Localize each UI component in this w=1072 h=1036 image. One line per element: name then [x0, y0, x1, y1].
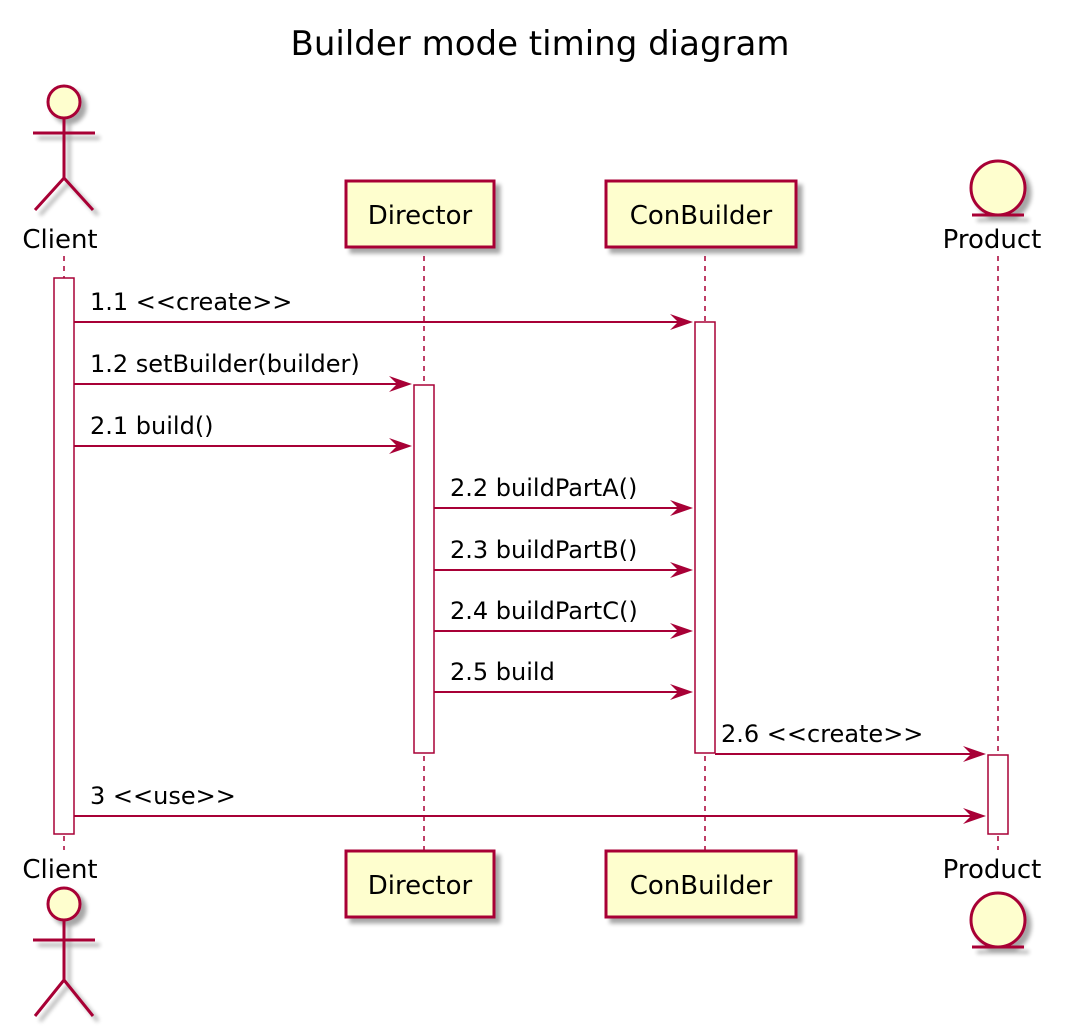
message-3: 3 <<use>>	[74, 782, 986, 824]
participant-label-product-top: Product	[943, 225, 1042, 255]
diagram-title: Builder mode timing diagram	[291, 24, 790, 64]
arrowhead-icon	[389, 438, 412, 454]
message-2-5: 2.5 build	[434, 658, 693, 700]
arrowhead-icon	[963, 746, 986, 762]
message-label: 2.3 buildPartB()	[450, 536, 637, 564]
entity-icon	[969, 159, 1027, 217]
participant-label-client-top: Client	[22, 225, 97, 255]
participant-box-director-top	[344, 179, 496, 249]
message-label: 1.2 setBuilder(builder)	[90, 350, 360, 378]
message-label: 3 <<use>>	[90, 782, 236, 810]
arrowhead-icon	[670, 684, 693, 700]
activation-client	[53, 277, 75, 835]
participant-label-conbuilder-bottom: ConBuilder	[630, 871, 773, 901]
message-1-1: 1.1 <<create>>	[74, 288, 693, 330]
client-actor-bottom	[33, 886, 95, 1017]
arrowhead-icon	[670, 623, 693, 639]
message-label: 2.5 build	[450, 658, 555, 686]
message-label: 1.1 <<create>>	[90, 288, 292, 316]
messages: 1.1 <<create>> 1.2 setBuilder(builder) 2…	[74, 288, 986, 824]
participant-box-director-bottom	[344, 849, 496, 919]
participant-label-product-bottom: Product	[943, 855, 1042, 885]
message-2-6: 2.6 <<create>>	[715, 720, 986, 762]
message-label: 2.1 build()	[90, 412, 214, 440]
actor-body-icon	[33, 920, 95, 1017]
actor-head-icon	[46, 84, 82, 120]
message-2-3: 2.3 buildPartB()	[434, 536, 693, 578]
participant-label-director-bottom: Director	[368, 871, 473, 901]
message-label: 2.2 buildPartA()	[450, 474, 637, 502]
client-actor-top	[33, 84, 95, 212]
participants: Client Director ConBuilder Product Clien…	[22, 84, 1042, 1017]
arrowhead-icon	[670, 314, 693, 330]
actor-head-icon	[46, 886, 82, 922]
participant-box-conbuilder-top	[604, 179, 798, 249]
arrowhead-icon	[389, 376, 412, 392]
message-2-1: 2.1 build()	[74, 412, 412, 454]
participant-label-conbuilder-top: ConBuilder	[630, 201, 773, 231]
participant-label-client-bottom: Client	[22, 855, 97, 885]
message-1-2: 1.2 setBuilder(builder)	[74, 350, 412, 392]
entity-icon	[969, 891, 1027, 949]
message-2-2: 2.2 buildPartA()	[434, 474, 693, 516]
product-entity-bottom	[969, 891, 1027, 949]
product-entity-top	[969, 159, 1027, 217]
participant-label-director-top: Director	[368, 201, 473, 231]
activation-conbuilder	[694, 321, 716, 754]
arrowhead-icon	[963, 808, 986, 824]
message-label: 2.4 buildPartC()	[450, 597, 638, 625]
activation-product	[987, 754, 1009, 835]
arrowhead-icon	[670, 500, 693, 516]
activations	[53, 277, 1009, 835]
arrowhead-icon	[670, 562, 693, 578]
activation-director	[413, 384, 435, 754]
participant-box-conbuilder-bottom	[604, 849, 798, 919]
actor-body-icon	[33, 118, 95, 212]
message-label: 2.6 <<create>>	[721, 720, 923, 748]
message-2-4: 2.4 buildPartC()	[434, 597, 693, 639]
